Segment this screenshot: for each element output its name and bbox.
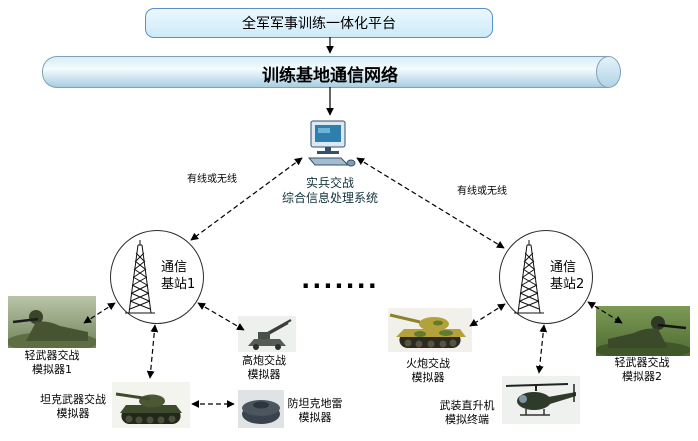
tank-simulator-label: 坦克武器交战 模拟器: [40, 393, 106, 420]
processor-label-line1: 实兵交战: [305, 176, 354, 190]
antenna-tower-icon: [512, 239, 546, 319]
connector-station2-helicopter: [535, 324, 548, 374]
artillery-simulator-label: 火炮交战 模拟器: [406, 357, 450, 384]
connector-station1-tank: [146, 324, 159, 379]
helicopter-terminal-photo: [502, 376, 580, 424]
anti-aircraft-gun-simulator-photo: [238, 316, 296, 352]
platform-label: 全军军事训练一体化平台: [242, 16, 396, 32]
light-weapon-simulator-2-label: 轻武器交战 模拟器2: [614, 356, 670, 383]
anti-aircraft-gun-simulator-label: 高炮交战 模拟器: [242, 354, 286, 381]
tank-simulator-photo: [112, 382, 190, 428]
anti-tank-mine-simulator-photo: [238, 390, 284, 428]
artillery-simulator-photo: [388, 308, 472, 352]
connector-station2-artillery: [469, 303, 506, 327]
link-label-left: 有线或无线: [187, 174, 237, 185]
ellipsis: .......: [301, 266, 379, 294]
base-station-1-node: 通信 基站1: [110, 230, 204, 324]
light-weapon-simulator-1-photo: [8, 296, 96, 348]
helicopter-terminal-label: 武装直升机 模拟终端: [439, 399, 495, 426]
network-label: 训练基地通信网络: [262, 66, 398, 86]
base-station-2-label: 通信 基站2: [550, 260, 585, 292]
processor-label: 实兵交战 综合信息处理系统: [260, 176, 400, 206]
network-cylinder-cap: [596, 56, 621, 88]
base-station-1-label: 通信 基站1: [161, 260, 196, 292]
link-label-right: 有线或无线: [457, 186, 507, 197]
light-weapon-simulator-1-label: 轻武器交战 模拟器1: [24, 349, 80, 376]
platform-node: 全军军事训练一体化平台: [145, 8, 493, 38]
antenna-tower-icon: [123, 239, 157, 319]
computer-icon: [301, 119, 357, 169]
light-weapon-simulator-2-photo: [596, 306, 690, 356]
processor-label-line2: 综合信息处理系统: [281, 191, 378, 205]
network-cylinder: [42, 56, 609, 88]
anti-tank-mine-simulator-label: 防坦克地雷 模拟器: [287, 397, 343, 424]
base-station-2-node: 通信 基站2: [499, 230, 593, 324]
